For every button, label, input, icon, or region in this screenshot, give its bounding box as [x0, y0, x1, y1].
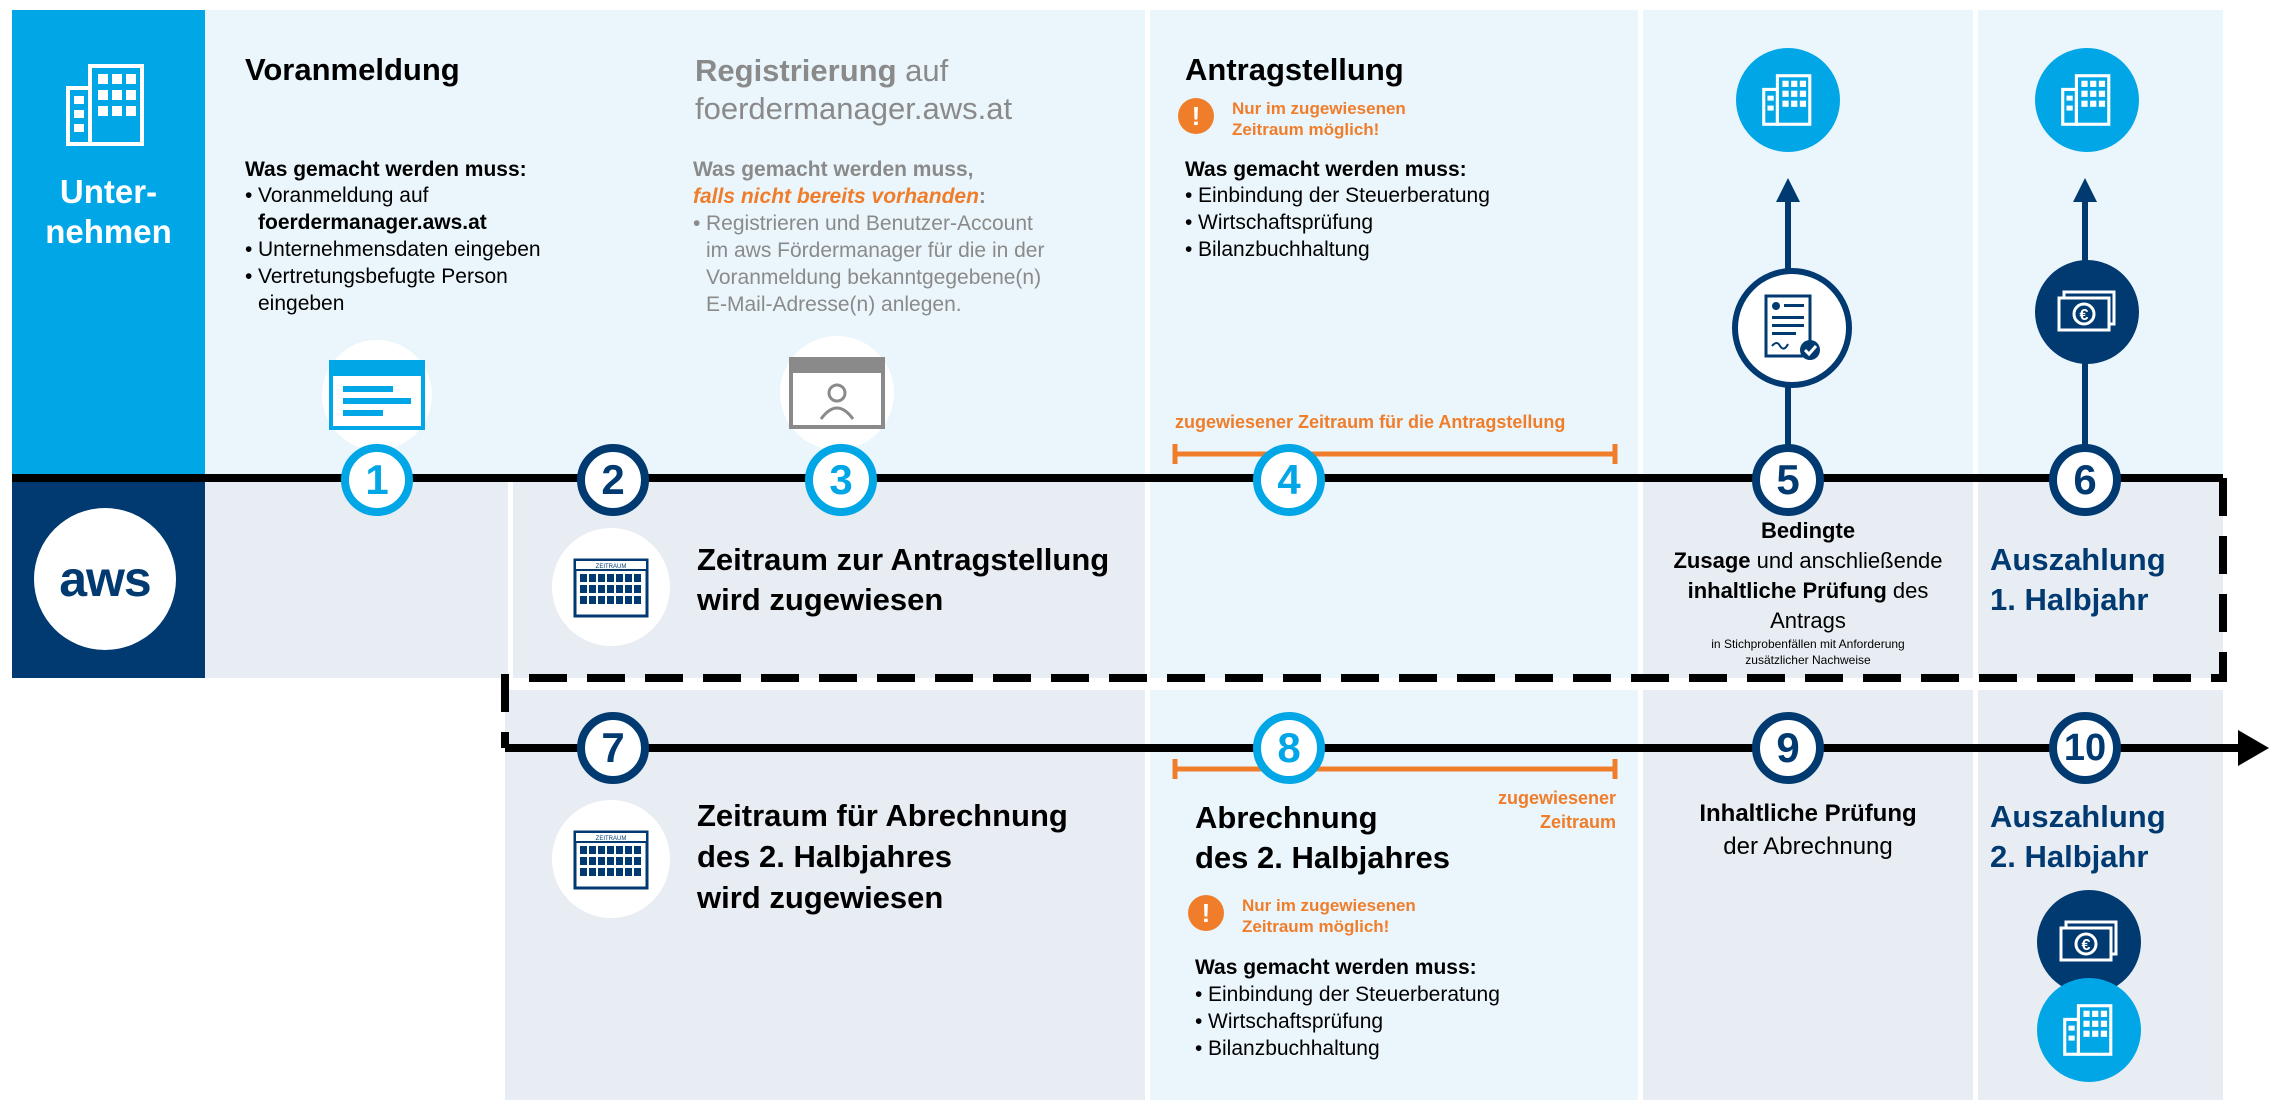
step-4-marker: 4 [1253, 444, 1325, 516]
step1-item: Unternehmensdaten eingeben [245, 236, 575, 263]
building-icon [2061, 74, 2111, 126]
step1-title: Voranmeldung [245, 52, 460, 87]
step8-item: Bilanzbuchhaltung [1195, 1035, 1615, 1062]
step10-money-circle: € [2037, 890, 2141, 994]
step8-item: Einbindung der Steuerberatung [1195, 981, 1615, 1008]
step5-document-circle [1732, 268, 1852, 388]
step5-text: Bedingte Zusage und anschließende inhalt… [1673, 518, 1943, 667]
step4-list: Einbindung der Steuerberatung Wirtschaft… [1185, 182, 1605, 263]
svg-text:€: € [2082, 937, 2091, 954]
document-check-icon [1764, 294, 1820, 360]
step8-item: Wirtschaftsprüfung [1195, 1008, 1615, 1035]
building-icon [2063, 1004, 2113, 1056]
money-icon: € [2057, 290, 2116, 332]
step6-building-circle [2035, 48, 2139, 152]
browser-form-icon [329, 360, 425, 430]
calendar-icon: ZEITRAUM [573, 830, 649, 890]
step8-list: Einbindung der Steuerberatung Wirtschaft… [1195, 981, 1615, 1062]
aws-lane-row1-step5 [1643, 478, 1973, 678]
step-7-marker: 7 [577, 712, 649, 784]
step4-item: Wirtschaftsprüfung [1185, 209, 1605, 236]
step-5-marker: 5 [1752, 444, 1824, 516]
svg-text:ZEITRAUM: ZEITRAUM [596, 564, 627, 570]
step10-building-circle [2037, 978, 2141, 1082]
step-9-marker: 9 [1752, 712, 1824, 784]
warning-icon: ! [1178, 98, 1214, 134]
step1-browser-icon [322, 340, 432, 450]
aws-lane-row1-left [205, 478, 508, 678]
step6-money-circle: € [2035, 260, 2139, 364]
step-6-marker: 6 [2049, 444, 2121, 516]
step4-title: Antragstellung [1185, 52, 1404, 87]
company-lane-label: Unter- nehmen [45, 173, 172, 250]
browser-user-icon [789, 357, 885, 429]
building-icon [62, 60, 152, 155]
step4-period-label: zugewiesener Zeitraum für die Antragstel… [1175, 412, 1566, 432]
step-2-marker: 2 [577, 444, 649, 516]
company-lane [12, 10, 205, 475]
step5-building-circle [1736, 48, 1840, 152]
step-3-marker: 3 [805, 444, 877, 516]
step4-item: Einbindung der Steuerberatung [1185, 182, 1605, 209]
svg-text:ZEITRAUM: ZEITRAUM [596, 836, 627, 842]
step4-subhead: Was gemacht werden muss: [1185, 158, 1467, 181]
aws-logo-text: aws [59, 551, 152, 607]
warning-icon: ! [1188, 895, 1224, 931]
step3-subhead: Was gemacht werden muss, falls nicht ber… [693, 158, 986, 208]
step-10-marker: 10 [2049, 712, 2121, 784]
step7-calendar-circle: ZEITRAUM [552, 800, 670, 918]
step3-browser-icon [780, 336, 894, 450]
aws-logo: aws [34, 508, 176, 650]
step4-item: Bilanzbuchhaltung [1185, 236, 1605, 263]
step3-title: Registrierung auf foerdermanager.aws.at [695, 53, 1013, 126]
aws-lane-row1-step4 [1150, 478, 1638, 678]
step2-calendar-circle: ZEITRAUM [552, 528, 670, 646]
building-icon [1762, 74, 1812, 126]
svg-text:€: € [2080, 307, 2089, 324]
calendar-icon: ZEITRAUM [573, 558, 649, 618]
step-8-marker: 8 [1253, 712, 1325, 784]
step1-subhead: Was gemacht werden muss: [245, 158, 527, 181]
step-1-marker: 1 [341, 444, 413, 516]
step8-subhead: Was gemacht werden muss: [1195, 956, 1477, 979]
money-icon: € [2059, 920, 2118, 962]
